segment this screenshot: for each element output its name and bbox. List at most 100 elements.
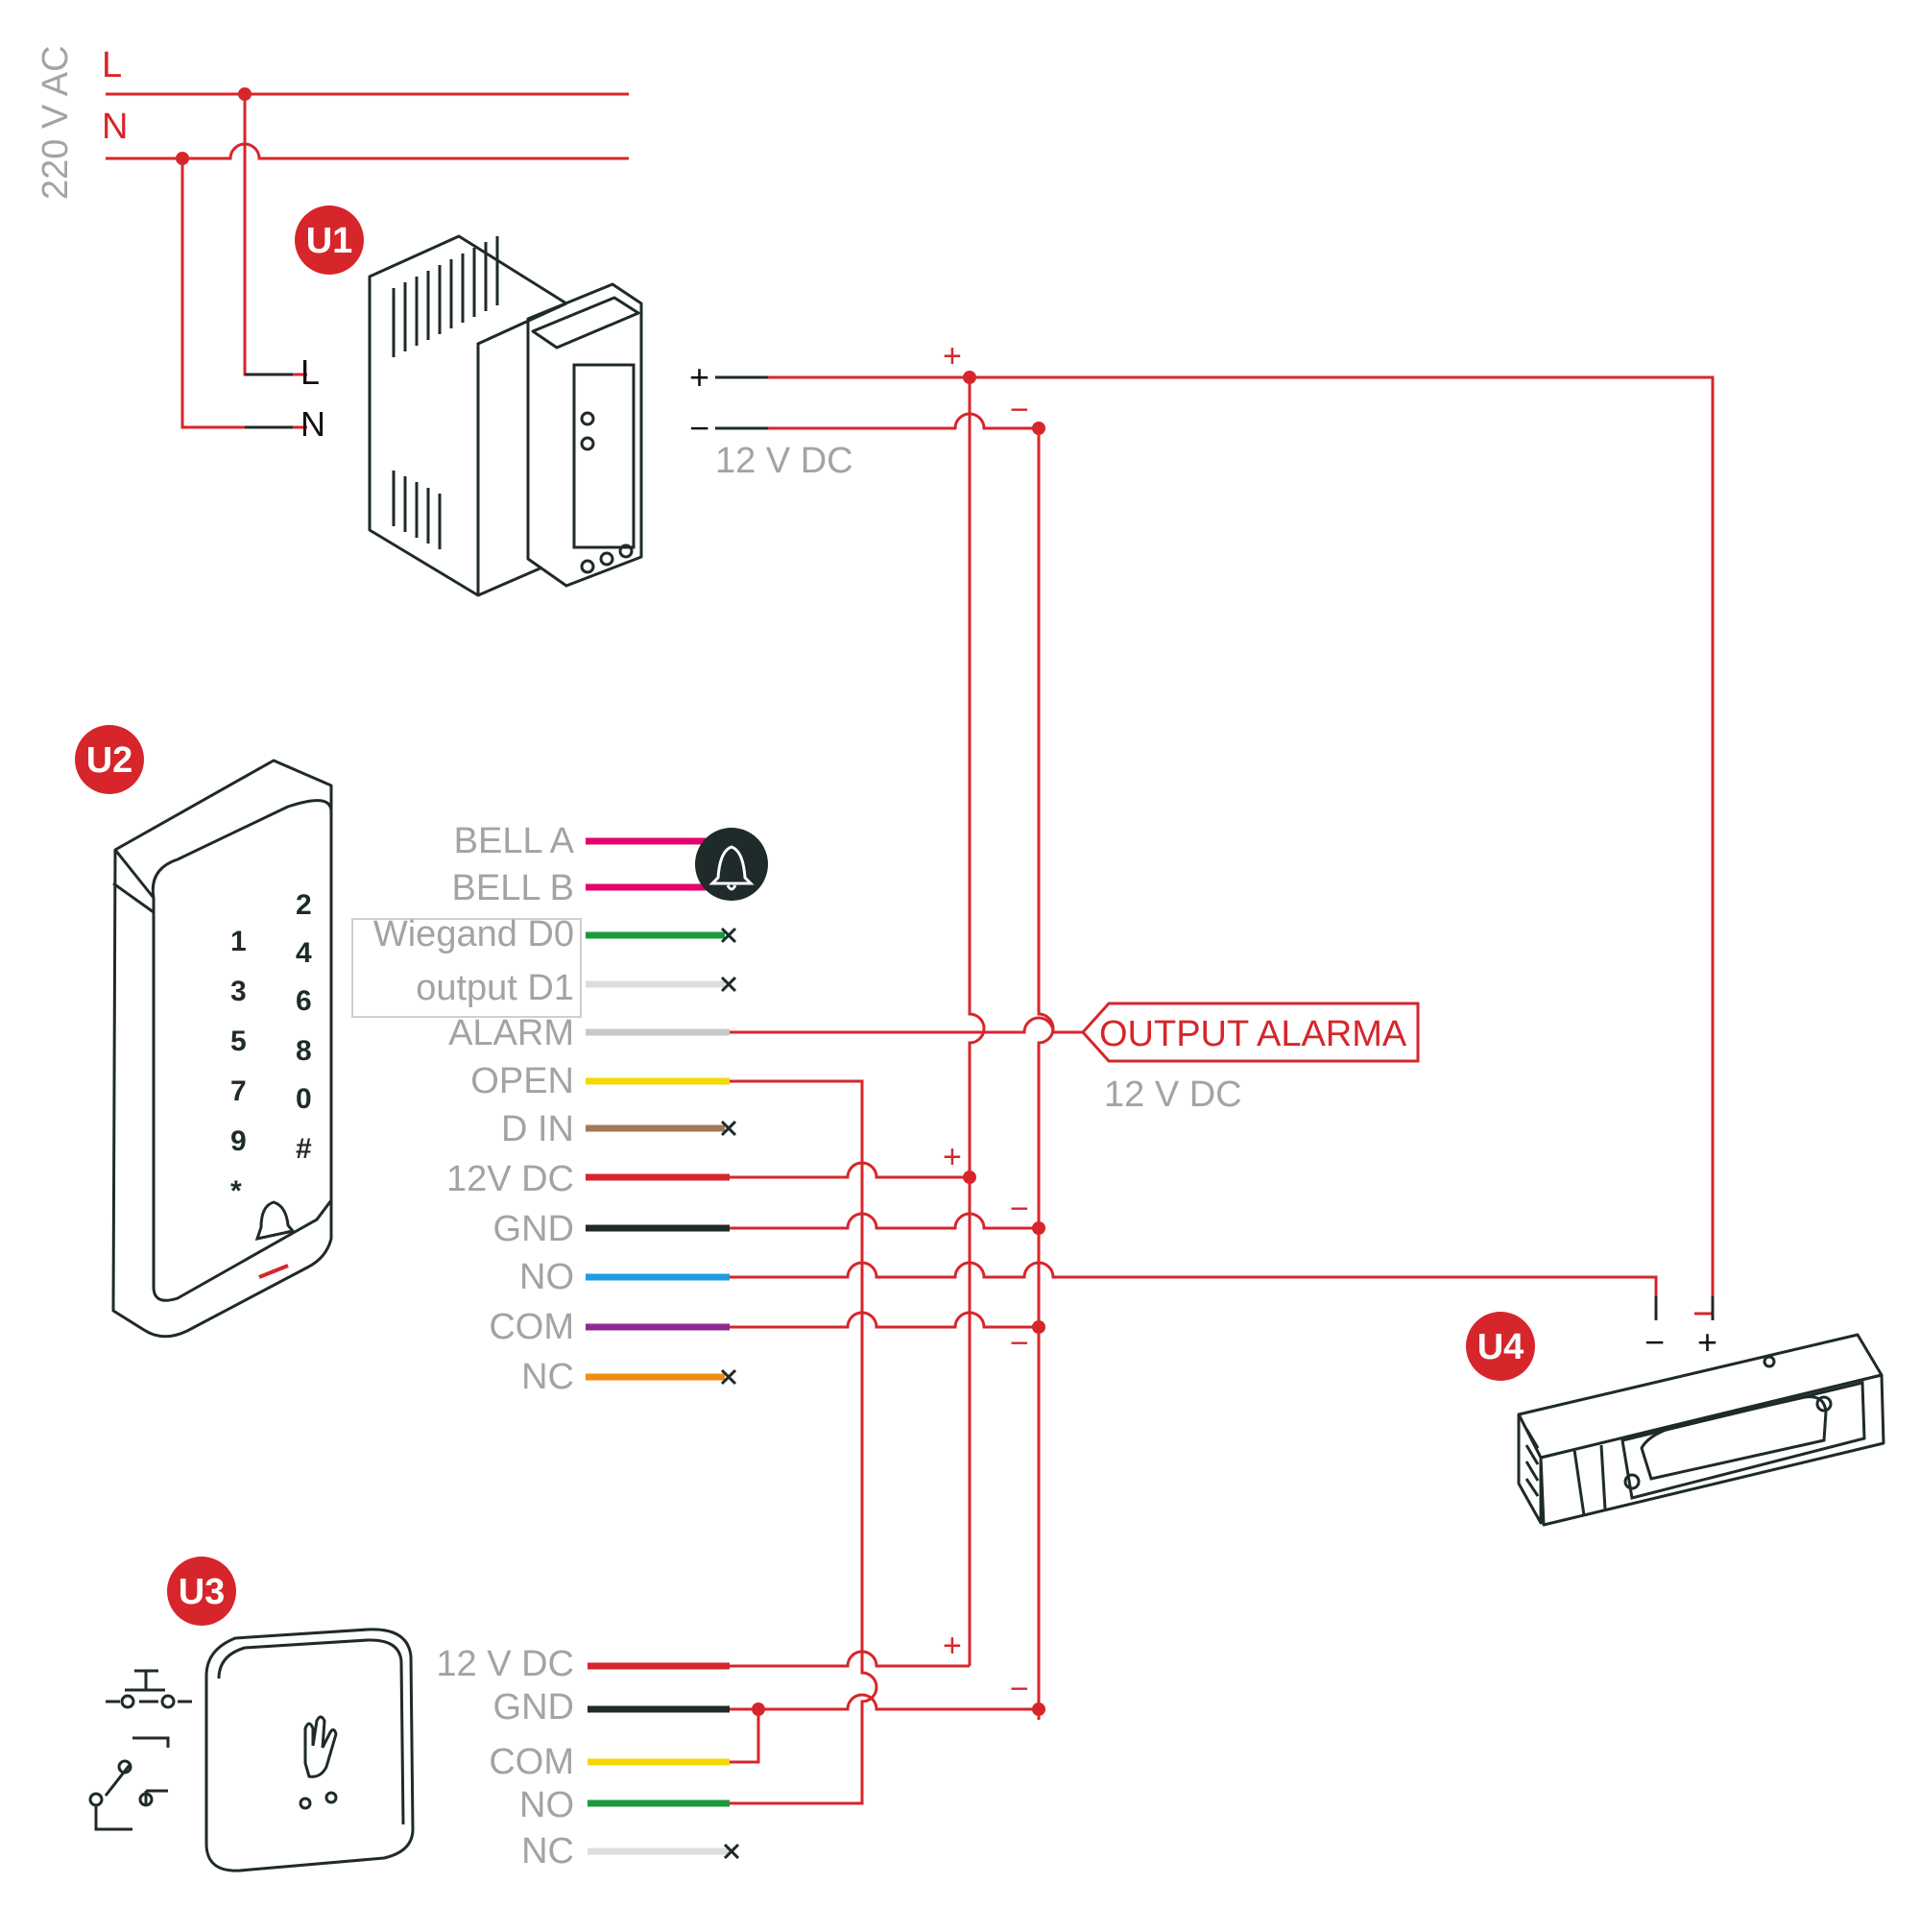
mains-voltage-label: 220 V AC <box>36 45 76 200</box>
alarm-output-tag: OUTPUT ALARMA 12 V DC <box>1080 1002 1420 1115</box>
com-junction <box>1032 1320 1045 1334</box>
u3-gnd-bus-junction <box>1032 1703 1045 1716</box>
mains-n-label: N <box>102 107 128 147</box>
pwr-12v-plus-sign: + <box>943 1139 962 1175</box>
wire-label-com: COM <box>489 1307 574 1347</box>
wire-label-alarm: ALARM <box>448 1013 574 1053</box>
u3-badge-text: U3 <box>179 1572 226 1612</box>
u3-com-bridge <box>730 1709 760 1764</box>
keypad-key-9: 9 <box>230 1125 247 1157</box>
plus-bus-sign: + <box>943 338 962 374</box>
keypad-key-star: * <box>230 1175 242 1207</box>
strike-drawing <box>1517 1333 1885 1527</box>
u1-in-n-label: N <box>300 404 325 444</box>
u2-badge <box>75 725 144 794</box>
hand-icon <box>303 1715 338 1778</box>
wire-label-no: NO <box>519 1257 574 1297</box>
u4-minus-label: − <box>1644 1322 1665 1362</box>
gnd-junction <box>1032 1221 1045 1235</box>
keypad-key-hash: # <box>296 1133 312 1165</box>
push-button-body <box>204 1628 415 1872</box>
u2-keypad-reader: U2 1 2 3 4 5 6 7 8 9 0 * # <box>75 725 333 1339</box>
mains-l-label: L <box>102 45 122 85</box>
u2-badge-text: U2 <box>86 740 133 781</box>
com-minus-sign: − <box>1010 1325 1029 1362</box>
u3-pwr-wire <box>730 1650 970 1668</box>
keypad-key-0: 0 <box>296 1083 312 1115</box>
plus-bus-wire <box>768 375 1715 1316</box>
keypad-key-2: 2 <box>296 889 312 921</box>
keypad-key-3: 3 <box>230 976 247 1007</box>
u1-output-voltage: 12 V DC <box>715 441 853 481</box>
alarm-tag-outline <box>1080 1002 1420 1063</box>
alarm-output-wire <box>730 1016 1083 1034</box>
open-wire <box>730 1079 878 1805</box>
wire-label-output-d1: output D1 <box>416 968 574 1008</box>
status-led <box>258 1264 289 1279</box>
com-wire <box>730 1311 1039 1329</box>
u3-label-gnd: GND <box>493 1687 574 1727</box>
u4-plus-label: + <box>1697 1322 1717 1362</box>
mains-section: 220 V AC L N <box>36 45 629 429</box>
unused-x-d-in <box>720 1120 737 1137</box>
u3-exit-button: U3 12 V DC GND COM NO NC + − <box>88 1557 1045 1872</box>
u1-out-minus-label: − <box>689 408 709 447</box>
push-switch-symbol-icon <box>106 1669 192 1709</box>
u1-badge <box>295 205 364 275</box>
no-wire <box>730 1261 1658 1314</box>
bell-icon <box>708 845 755 891</box>
button-led-left <box>299 1797 312 1810</box>
keypad-bell-key-icon <box>254 1200 296 1242</box>
u4-electric-strike: U4 − + <box>1466 1296 1885 1527</box>
wire-label-d-in: D IN <box>501 1109 574 1149</box>
wire-label-12v-dc: 12V DC <box>446 1159 574 1199</box>
gnd-wire <box>730 1212 1039 1230</box>
u3-label-com: COM <box>489 1742 574 1782</box>
u3-label-12v-dc: 12 V DC <box>436 1644 574 1684</box>
reader-drawing <box>111 759 333 1339</box>
u3-pwr-plus-sign: + <box>943 1628 962 1664</box>
keypad-key-5: 5 <box>230 1026 247 1057</box>
u3-badge <box>167 1557 236 1626</box>
unused-x-u3-nc <box>723 1843 740 1860</box>
pwr-12v-wire <box>730 1161 970 1179</box>
wiegand-box <box>351 918 582 1018</box>
unused-x-wiegand-d0 <box>720 927 737 944</box>
u2-wires: BELL A BELL B Wiegand D0 output D1 ALARM… <box>351 821 1658 1805</box>
minus-bus-wire <box>768 412 1039 430</box>
pwr-12v-junction <box>963 1171 976 1184</box>
keypad-key-1: 1 <box>230 926 247 957</box>
gnd-minus-sign: − <box>1010 1191 1029 1227</box>
u1-out-plus-label: + <box>689 357 709 397</box>
keypad-key-8: 8 <box>296 1035 312 1067</box>
u1-power-supply: U1 L N + − 12 V DC <box>295 205 853 597</box>
u3-label-no: NO <box>519 1785 574 1825</box>
u3-gnd-minus-sign: − <box>1010 1671 1029 1707</box>
alarm-output-label: OUTPUT ALARMA <box>1099 1014 1407 1054</box>
changeover-switch-symbol-icon <box>88 1736 170 1831</box>
wire-label-bell-a: BELL A <box>454 821 575 861</box>
unused-x-output-d1 <box>720 976 737 993</box>
u1-badge-text: U1 <box>306 221 353 261</box>
keypad-key-4: 4 <box>296 937 312 969</box>
wire-label-bell-b: BELL B <box>452 868 574 908</box>
minus-vertical <box>1037 428 1055 1720</box>
u4-badge-text: U4 <box>1477 1327 1524 1367</box>
doorbell <box>695 828 768 901</box>
push-button-face <box>217 1638 405 1825</box>
wire-label-gnd: GND <box>493 1209 574 1249</box>
u4-badge <box>1466 1312 1535 1381</box>
wire-label-wiegand-d0: Wiegand D0 <box>373 914 574 954</box>
wire-label-nc: NC <box>521 1357 574 1397</box>
minus-bus-sign: − <box>1010 392 1029 428</box>
keypad-key-6: 6 <box>296 985 312 1017</box>
alarm-output-voltage: 12 V DC <box>1104 1075 1242 1115</box>
u1-in-l-label: L <box>300 352 320 392</box>
button-led-right <box>324 1791 338 1804</box>
keypad-key-7: 7 <box>230 1075 247 1107</box>
wire-label-open: OPEN <box>470 1061 574 1101</box>
plus-vertical <box>968 377 986 1666</box>
din-psu-drawing <box>368 234 643 597</box>
unused-x-nc <box>720 1368 737 1386</box>
